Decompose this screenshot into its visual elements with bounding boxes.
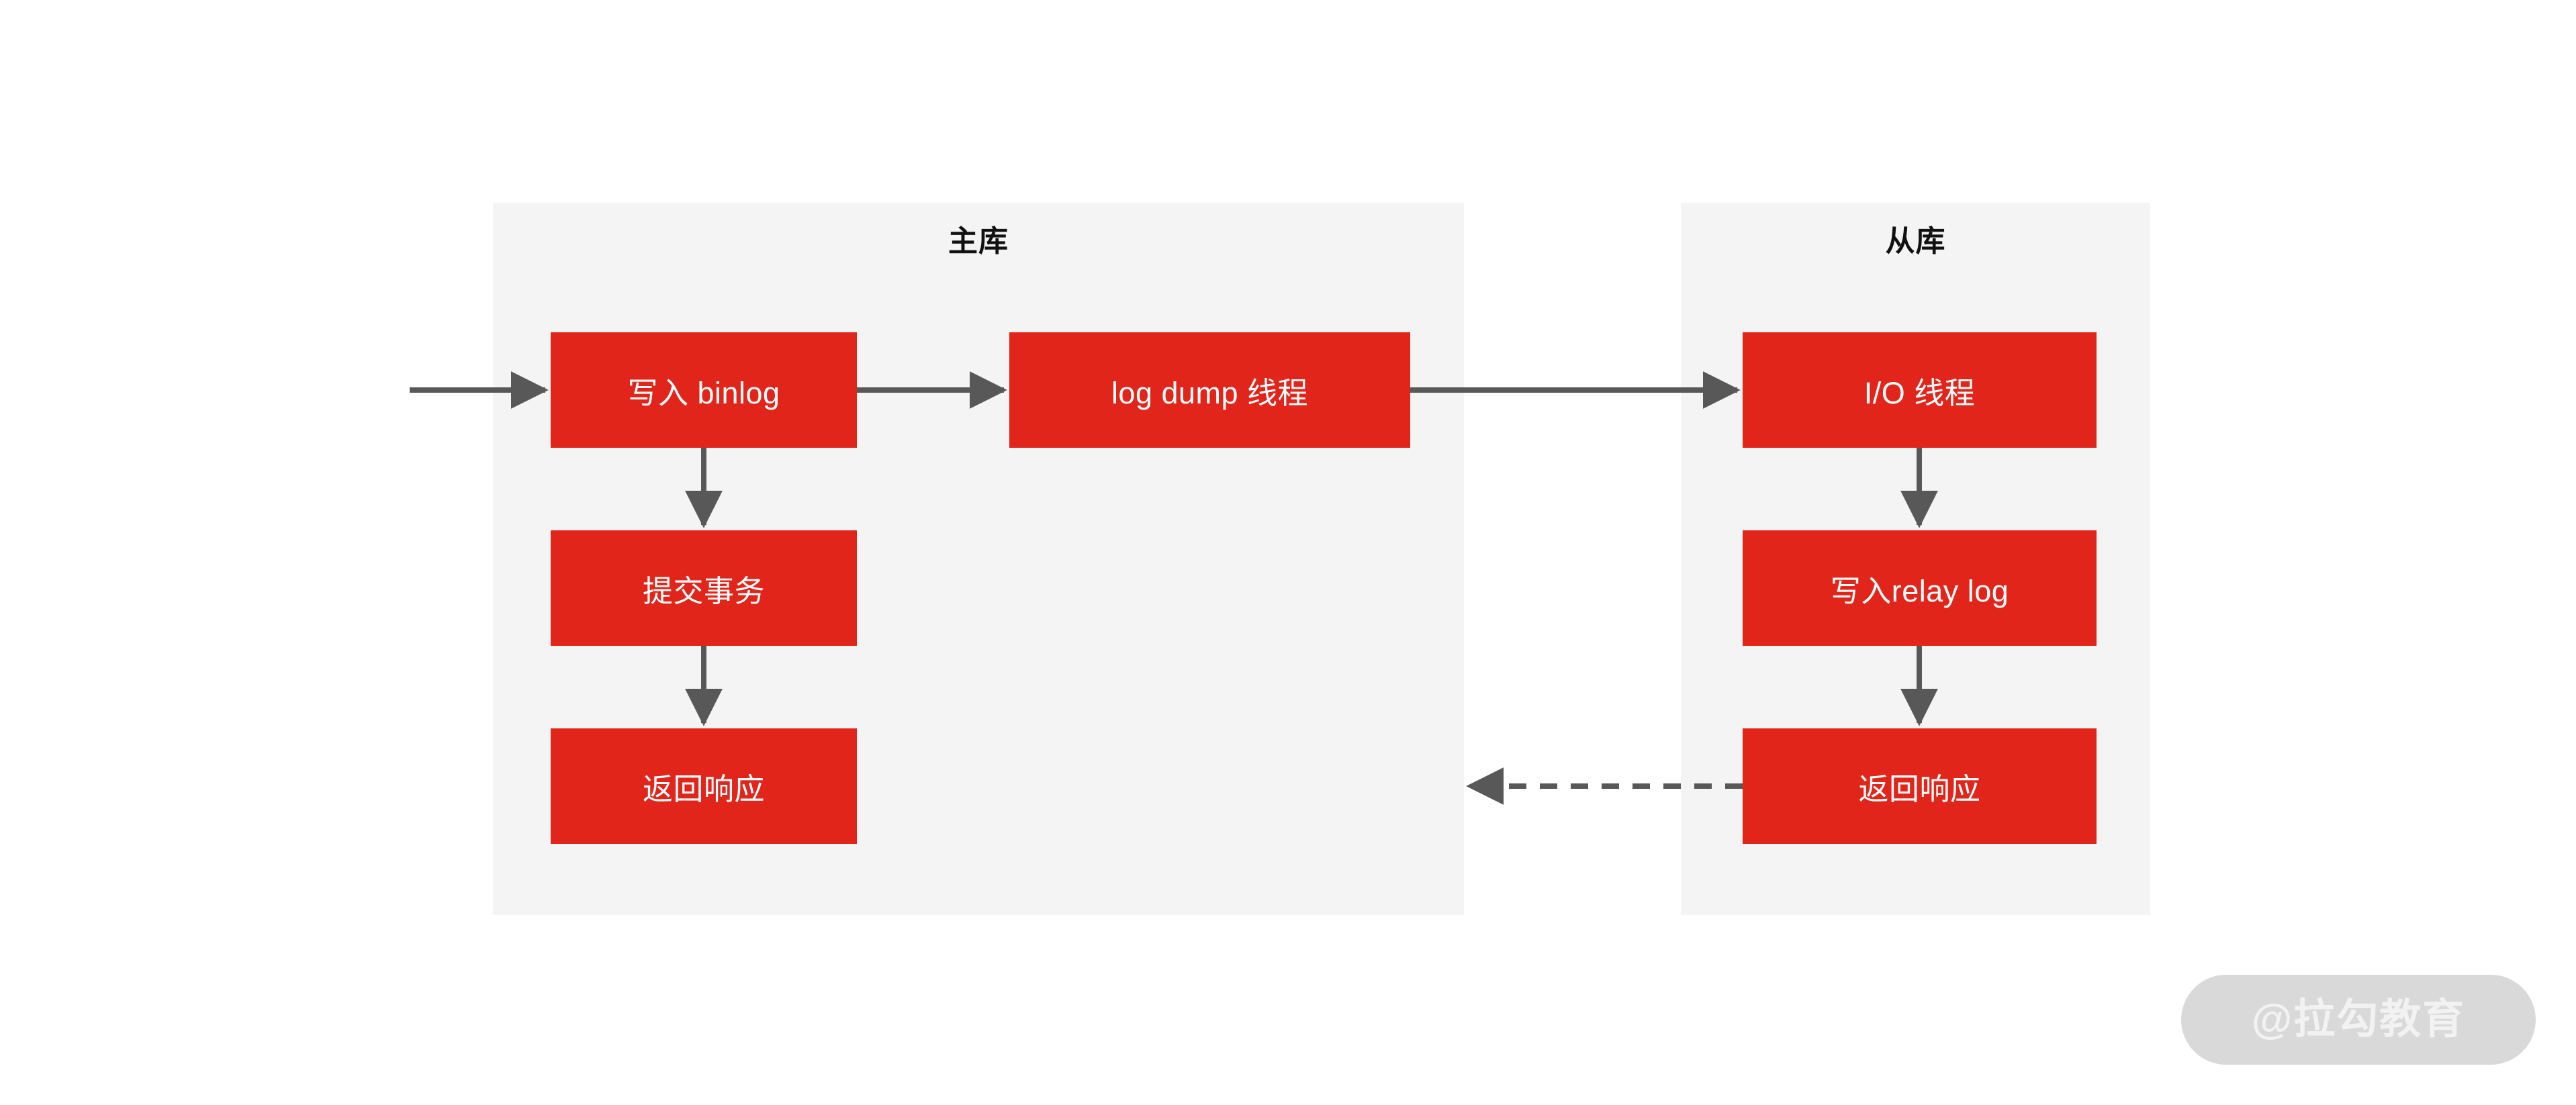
node-master-return-response-label: 返回响应 [642, 771, 765, 806]
node-slave-return-response-label: 返回响应 [1858, 771, 1981, 806]
node-write-binlog-label: 写入 binlog [627, 375, 780, 410]
node-write-relay-log-label: 写入relay log [1830, 573, 2009, 608]
node-io-thread[interactable]: I/O 线程 [1743, 332, 2097, 448]
node-log-dump-thread-label: log dump 线程 [1111, 375, 1309, 410]
watermark-label: @拉勾教育 [2251, 996, 2466, 1043]
node-io-thread-label: I/O 线程 [1864, 375, 1976, 410]
panel-master-title: 主库 [948, 225, 1009, 258]
panel-slave-title: 从库 [1885, 225, 1946, 258]
node-commit-transaction[interactable]: 提交事务 [551, 530, 857, 646]
node-commit-transaction-label: 提交事务 [642, 573, 765, 608]
node-write-relay-log[interactable]: 写入relay log [1743, 530, 2097, 646]
node-master-return-response[interactable]: 返回响应 [551, 728, 857, 844]
node-slave-return-response[interactable]: 返回响应 [1743, 728, 2097, 844]
node-log-dump-thread[interactable]: log dump 线程 [1009, 332, 1410, 448]
watermark-badge: @拉勾教育 [2181, 975, 2536, 1065]
node-write-binlog[interactable]: 写入 binlog [551, 332, 857, 448]
